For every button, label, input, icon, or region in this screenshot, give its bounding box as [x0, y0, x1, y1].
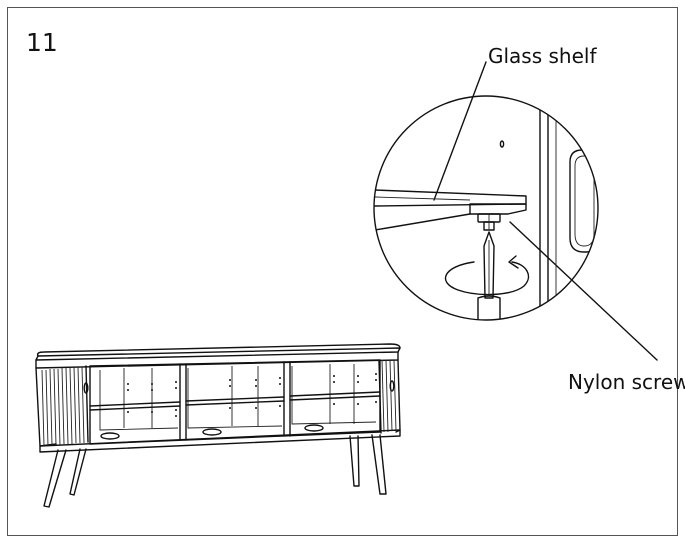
- nylon-screw-leader-line: [509, 221, 658, 361]
- detail-circle: [373, 95, 599, 321]
- glass-shelf-2: [185, 396, 285, 406]
- cable-hole-2: [202, 428, 222, 436]
- screwdriver-icon: [477, 231, 501, 320]
- leg-back-left: [69, 448, 87, 496]
- sideboard-cabinet: [35, 343, 401, 508]
- screwdriver-handle: [477, 295, 501, 320]
- cabinet-bottom: [39, 429, 401, 453]
- divider-right: [283, 361, 291, 437]
- handle-slot: [569, 149, 598, 253]
- cable-hole-3: [304, 424, 324, 432]
- tambour-door-left: [41, 365, 89, 447]
- leg-back-right: [349, 435, 360, 487]
- glass-shelf-label: Glass shelf: [488, 44, 597, 68]
- shelf-pin-holes: [127, 373, 377, 417]
- cabinet-interior: [89, 359, 381, 445]
- rotation-arrow-icon: [445, 255, 530, 296]
- leg-front-left: [43, 449, 67, 508]
- divider-left: [179, 363, 187, 441]
- detail-magnifier: [373, 95, 599, 321]
- shelf-pin-hole: [499, 140, 505, 148]
- door-handle-right: [389, 380, 395, 392]
- cabinet-right-side: [395, 359, 401, 433]
- nylon-screw: [477, 213, 501, 231]
- tambour-door-right: [378, 359, 397, 434]
- step-number: 11: [26, 28, 58, 57]
- glass-shelf-1: [89, 401, 181, 411]
- cable-hole-1: [100, 432, 120, 440]
- instruction-frame: [7, 7, 678, 536]
- nylon-screw-label: Nylon screw: [568, 370, 685, 394]
- shelf-support: [469, 203, 527, 215]
- door-handle-left: [83, 382, 89, 394]
- glass-shelf-3: [289, 391, 381, 401]
- leg-front-right: [371, 434, 387, 495]
- glass-shelf-leader-line: [433, 61, 487, 201]
- cabinet-top: [35, 347, 401, 361]
- glass-shelf: [374, 189, 527, 207]
